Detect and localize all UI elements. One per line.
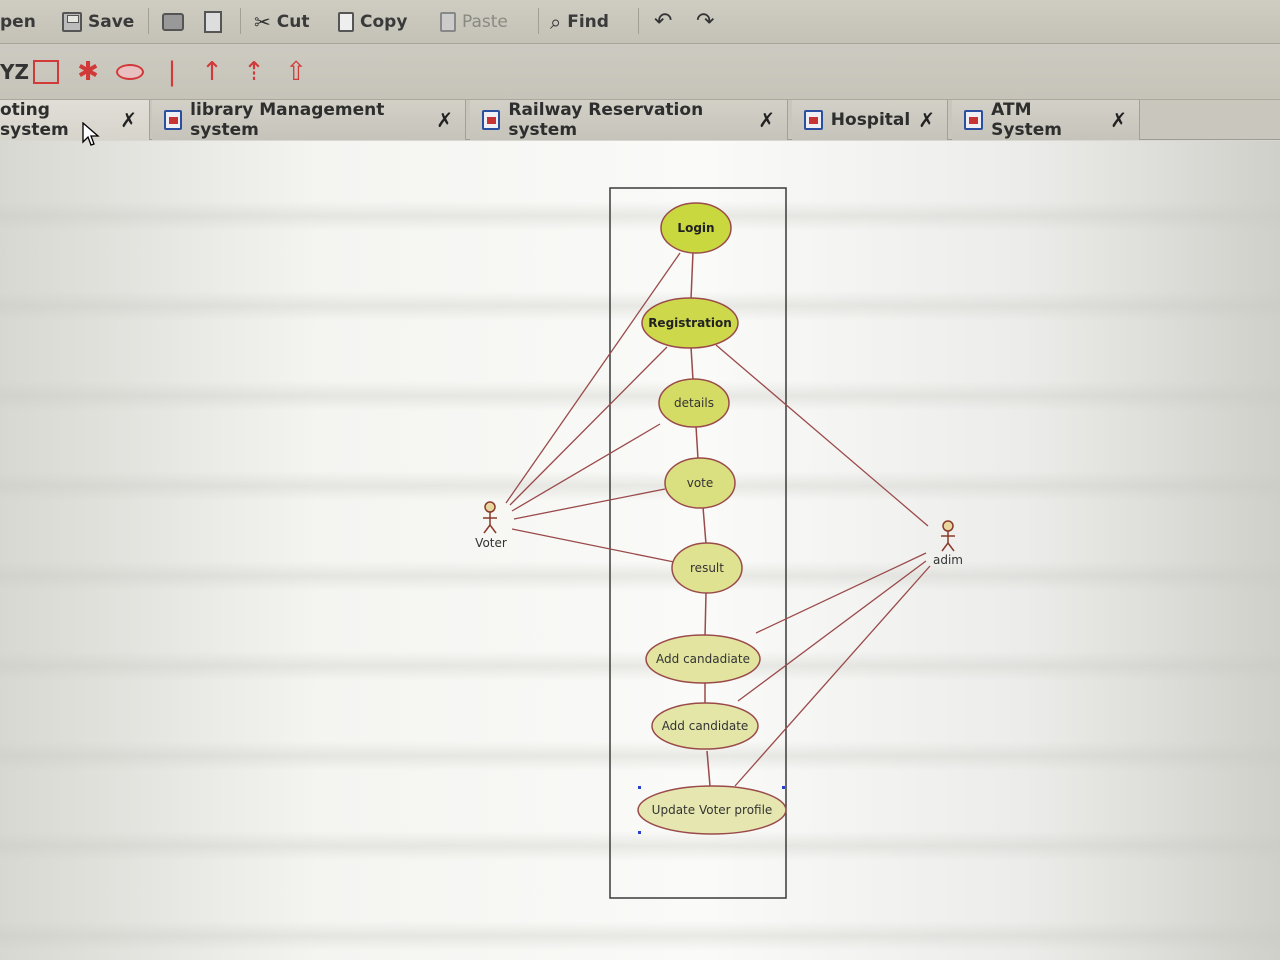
search-icon: ⌕ (550, 10, 562, 34)
actor-label-voter: Voter (475, 536, 507, 550)
tab-railway-reservation[interactable]: Railway Reservation system ✗ (470, 100, 788, 140)
actor-voter[interactable] (483, 501, 497, 534)
tab-voting-system[interactable]: oting system ✗ (0, 100, 150, 140)
cut-button[interactable]: ✂ Cut (254, 8, 309, 36)
copy-label: Copy (360, 12, 408, 32)
association-tool-button[interactable]: ↑ (200, 57, 224, 87)
usecase-label: Login (677, 221, 714, 235)
close-icon[interactable]: ✗ (120, 108, 137, 132)
actor-icon: ✱ (77, 57, 99, 87)
save-icon (62, 12, 82, 32)
generalization-tool-button[interactable]: ⇧ (284, 57, 308, 87)
document-tabs: oting system ✗ library Management system… (0, 100, 1280, 140)
rectangle-icon (33, 60, 59, 84)
usecase-label: vote (687, 476, 714, 490)
toolbar-divider (538, 8, 539, 34)
close-icon[interactable]: ✗ (918, 108, 935, 132)
cut-label: Cut (276, 12, 310, 32)
close-icon[interactable]: ✗ (436, 108, 453, 132)
usecase-add-candadiate[interactable]: Add candadiate (645, 634, 761, 684)
usecase-update-voter-profile[interactable]: Update Voter profile (637, 785, 787, 835)
line-tool-button[interactable]: | (164, 57, 180, 87)
usecase-details[interactable]: details (658, 378, 730, 428)
main-toolbar: pen Save ✂ Cut Copy Paste ⌕ Find ↶ ↷ (0, 0, 1280, 44)
print-preview-icon (204, 11, 222, 33)
arrow-up-icon: ↑ (201, 57, 223, 87)
undo-icon: ↶ (654, 9, 673, 34)
usecase-label: Registration (648, 316, 732, 330)
undo-button[interactable]: ↶ (654, 8, 672, 36)
diagram-file-icon (482, 110, 501, 130)
dashed-arrow-up-icon: ⇡ (243, 57, 265, 87)
usecase-result[interactable]: result (671, 542, 743, 594)
paste-button[interactable]: Paste (440, 8, 508, 36)
tab-label: ATM System (991, 100, 1062, 140)
tab-atm-system[interactable]: ATM System ✗ (952, 100, 1140, 140)
print-preview-button[interactable] (204, 8, 222, 36)
toolbar-divider (148, 8, 149, 34)
mouse-cursor-icon (82, 122, 100, 146)
include-links (690, 251, 711, 787)
ellipse-icon (116, 64, 144, 80)
tab-label: Hospital (830, 110, 911, 130)
use-case-diagram: Login Registration details vote result A… (475, 187, 963, 899)
dependency-tool-button[interactable]: ⇡ (242, 57, 266, 87)
scissors-icon: ✂ (254, 10, 271, 34)
diagram-file-icon (964, 110, 984, 130)
xyz-label: YZ (0, 60, 29, 84)
usecase-label: Update Voter profile (652, 803, 773, 817)
copy-button[interactable]: Copy (338, 8, 407, 36)
find-button[interactable]: ⌕ Find (550, 8, 609, 36)
line-icon: | (167, 57, 177, 87)
clipboard-icon (440, 12, 456, 32)
toolbar-divider (240, 8, 241, 34)
usecase-vote[interactable]: vote (664, 457, 736, 509)
rectangle-tool-button[interactable] (32, 58, 60, 86)
usecase-label: Add candidate (662, 719, 749, 733)
diagram-canvas[interactable]: Login Registration details vote result A… (0, 141, 1280, 960)
usecase-tool-button[interactable] (114, 58, 146, 86)
actor-admin[interactable] (941, 520, 955, 552)
open-label: pen (0, 12, 36, 32)
close-icon[interactable]: ✗ (1110, 108, 1127, 132)
usecase-label: Add candadiate (656, 652, 750, 666)
diagram-toolbar: YZ ✱ | ↑ ⇡ ⇧ (0, 44, 1280, 100)
usecase-label: result (690, 561, 724, 575)
selection-handles[interactable] (638, 786, 785, 834)
printer-icon (162, 13, 184, 31)
diagram-file-icon (164, 110, 183, 130)
find-label: Find (567, 12, 609, 32)
usecase-login[interactable]: Login (660, 202, 732, 254)
system-boundary[interactable] (609, 187, 787, 899)
usecase-add-candidate[interactable]: Add candidate (651, 702, 759, 750)
save-button[interactable]: Save (62, 8, 134, 36)
actor-label-admin: adim (933, 553, 963, 567)
hollow-arrow-up-icon: ⇧ (285, 57, 307, 87)
tab-label: Railway Reservation system (508, 100, 704, 140)
copy-icon (338, 12, 354, 32)
tab-label: oting system (0, 100, 69, 140)
tab-library-management[interactable]: library Management system ✗ (152, 100, 466, 140)
paste-label: Paste (462, 12, 508, 32)
print-button[interactable] (162, 8, 184, 36)
admin-associations (715, 344, 931, 787)
usecase-label: details (674, 396, 714, 410)
tab-label: library Management system (190, 100, 385, 140)
tab-hospital[interactable]: Hospital ✗ (792, 100, 948, 140)
voter-associations (505, 252, 681, 563)
actor-tool-button[interactable]: ✱ (72, 57, 104, 87)
usecase-registration[interactable]: Registration (641, 297, 739, 349)
save-label: Save (88, 12, 135, 32)
open-button[interactable]: pen (0, 8, 36, 36)
diagram-file-icon (804, 110, 823, 130)
redo-icon: ↷ (696, 9, 715, 34)
toolbar-divider (638, 8, 639, 34)
redo-button[interactable]: ↷ (696, 8, 714, 36)
close-icon[interactable]: ✗ (758, 108, 775, 132)
